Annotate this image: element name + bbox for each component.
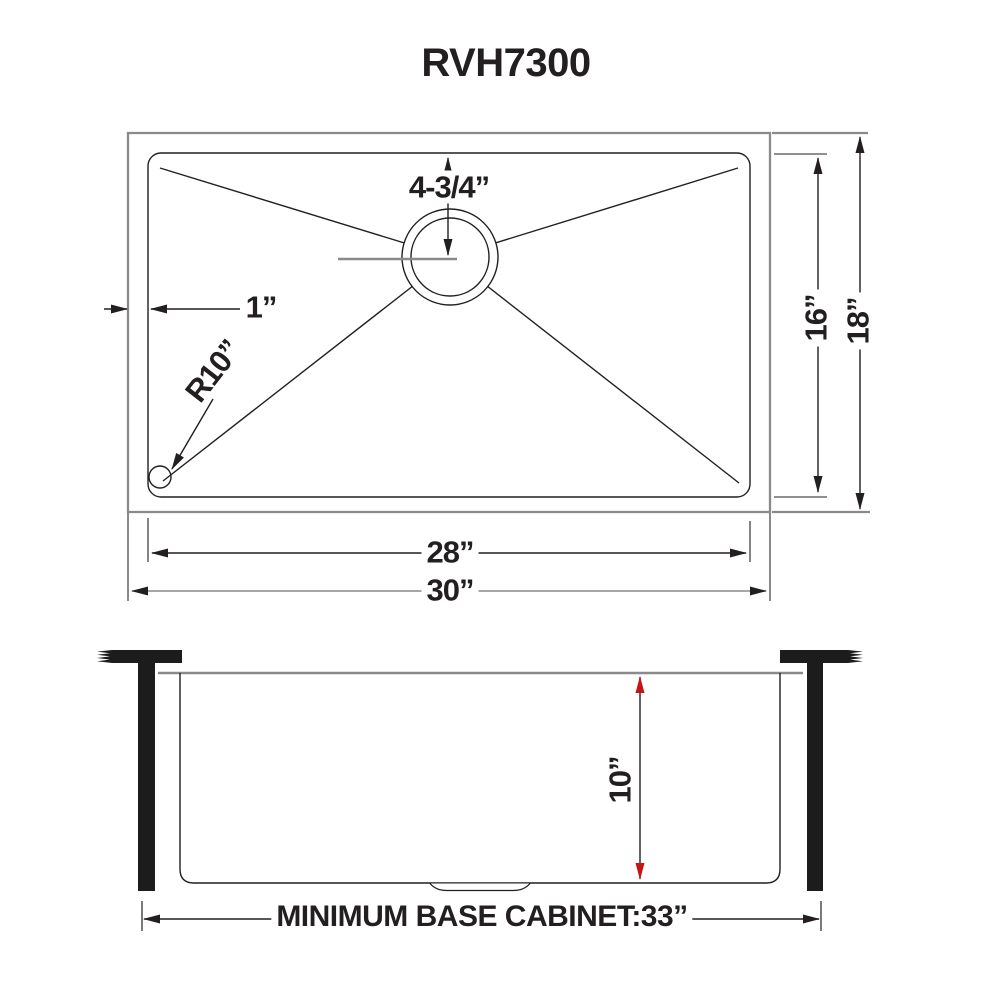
bowl-length-dimension-label: 28” (421, 535, 479, 569)
model-number-title: RVH7300 (421, 41, 591, 85)
corner-radius-leader (171, 398, 214, 470)
minimum-base-cabinet-label: MINIMUM BASE CABINET:33” (271, 901, 693, 933)
bowl-crease-bottomleft (162, 256, 451, 482)
sink-bowl-topview (147, 152, 751, 498)
bowl-depth-dimension-label: 10” (602, 756, 638, 804)
rim-gap-dimension-label: 1” (245, 289, 278, 325)
countertop-left (97, 650, 182, 663)
overall-width-dimension-label: 18” (841, 292, 876, 350)
bowl-crease-bottomright (449, 256, 740, 484)
bowl-crease-topleft (159, 167, 451, 258)
overall-length-dimension-label: 30” (421, 573, 479, 607)
drain-inner-circle (410, 217, 490, 297)
sink-bowl-sideview (179, 673, 781, 884)
drain-offset-dimension-label: 4-3/4” (403, 170, 495, 204)
sink-outer-rim-topview (126, 131, 772, 514)
bowl-width-dimension-label: 16” (799, 289, 834, 347)
cabinet-wall-right (807, 663, 823, 891)
bowl-crease-topright (449, 167, 739, 258)
countertop-right (780, 650, 863, 663)
corner-radius-circle (148, 465, 172, 489)
drain-fitting-sideview (429, 883, 531, 892)
cabinet-wall-left (138, 663, 155, 891)
